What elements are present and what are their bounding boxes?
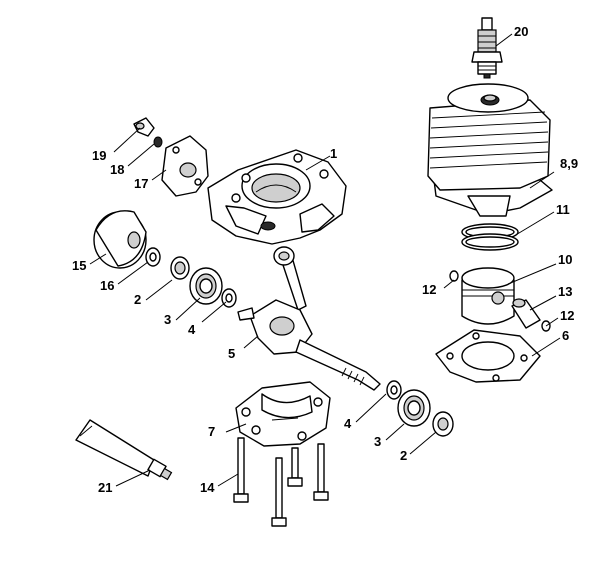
screw-1 [233,437,249,503]
callout-15: 15 [72,258,86,273]
callout-4-left: 4 [188,322,196,337]
callout-13: 13 [558,284,572,299]
grease-tube [75,419,173,481]
callout-3-right: 3 [374,434,381,449]
callout-1: 1 [330,146,337,161]
callout-16: 16 [100,278,114,293]
callout-14: 14 [200,480,215,495]
callout-18: 18 [110,162,124,177]
ball-bearing-left [189,267,223,305]
washer-16 [145,247,161,267]
screw-3 [287,447,303,487]
piston-pin [511,298,541,329]
screw-2 [271,457,287,527]
callout-2-left: 2 [134,292,141,307]
seal-ring-right [386,380,402,400]
crankcase-upper [207,149,347,245]
leader-lines [89,33,561,487]
callout-20: 20 [514,24,528,39]
callout-2-right: 2 [400,448,407,463]
cylinder [427,83,553,217]
cylinder-fins [429,111,549,169]
callout-8-9: 8,9 [560,156,578,171]
screws [233,437,329,527]
seal-ring-left [221,288,237,308]
callout-11: 11 [556,202,570,217]
callout-6: 6 [562,328,569,343]
callout-10: 10 [558,252,572,267]
gasket [435,329,541,383]
needle-bearing-left [170,256,190,280]
screw-4 [313,443,329,501]
piston [461,267,515,325]
crankshaft [237,246,381,391]
fitting [133,117,155,137]
spring-screw [153,136,163,148]
pulley [93,210,147,269]
spark-plug [471,17,503,79]
callout-3-left: 3 [164,312,171,327]
callout-7: 7 [208,424,215,439]
needle-bearing-right [432,411,454,437]
callout-19: 19 [92,148,106,163]
callout-4-right: 4 [344,416,352,431]
callout-labels: 20 1 8,9 11 10 12 13 12 6 7 5 4 3 2 16 1… [72,24,578,495]
callout-5: 5 [228,346,235,361]
callout-12-right: 12 [560,308,574,323]
piston-rings [461,223,519,251]
circlip-left [449,270,459,282]
callout-12-left: 12 [422,282,436,297]
shaft-thread [341,367,365,386]
callout-21: 21 [98,480,112,495]
callout-17: 17 [134,176,148,191]
ball-bearing-right [397,389,431,427]
crankcase-lower [235,381,331,447]
starter-housing [161,135,209,197]
